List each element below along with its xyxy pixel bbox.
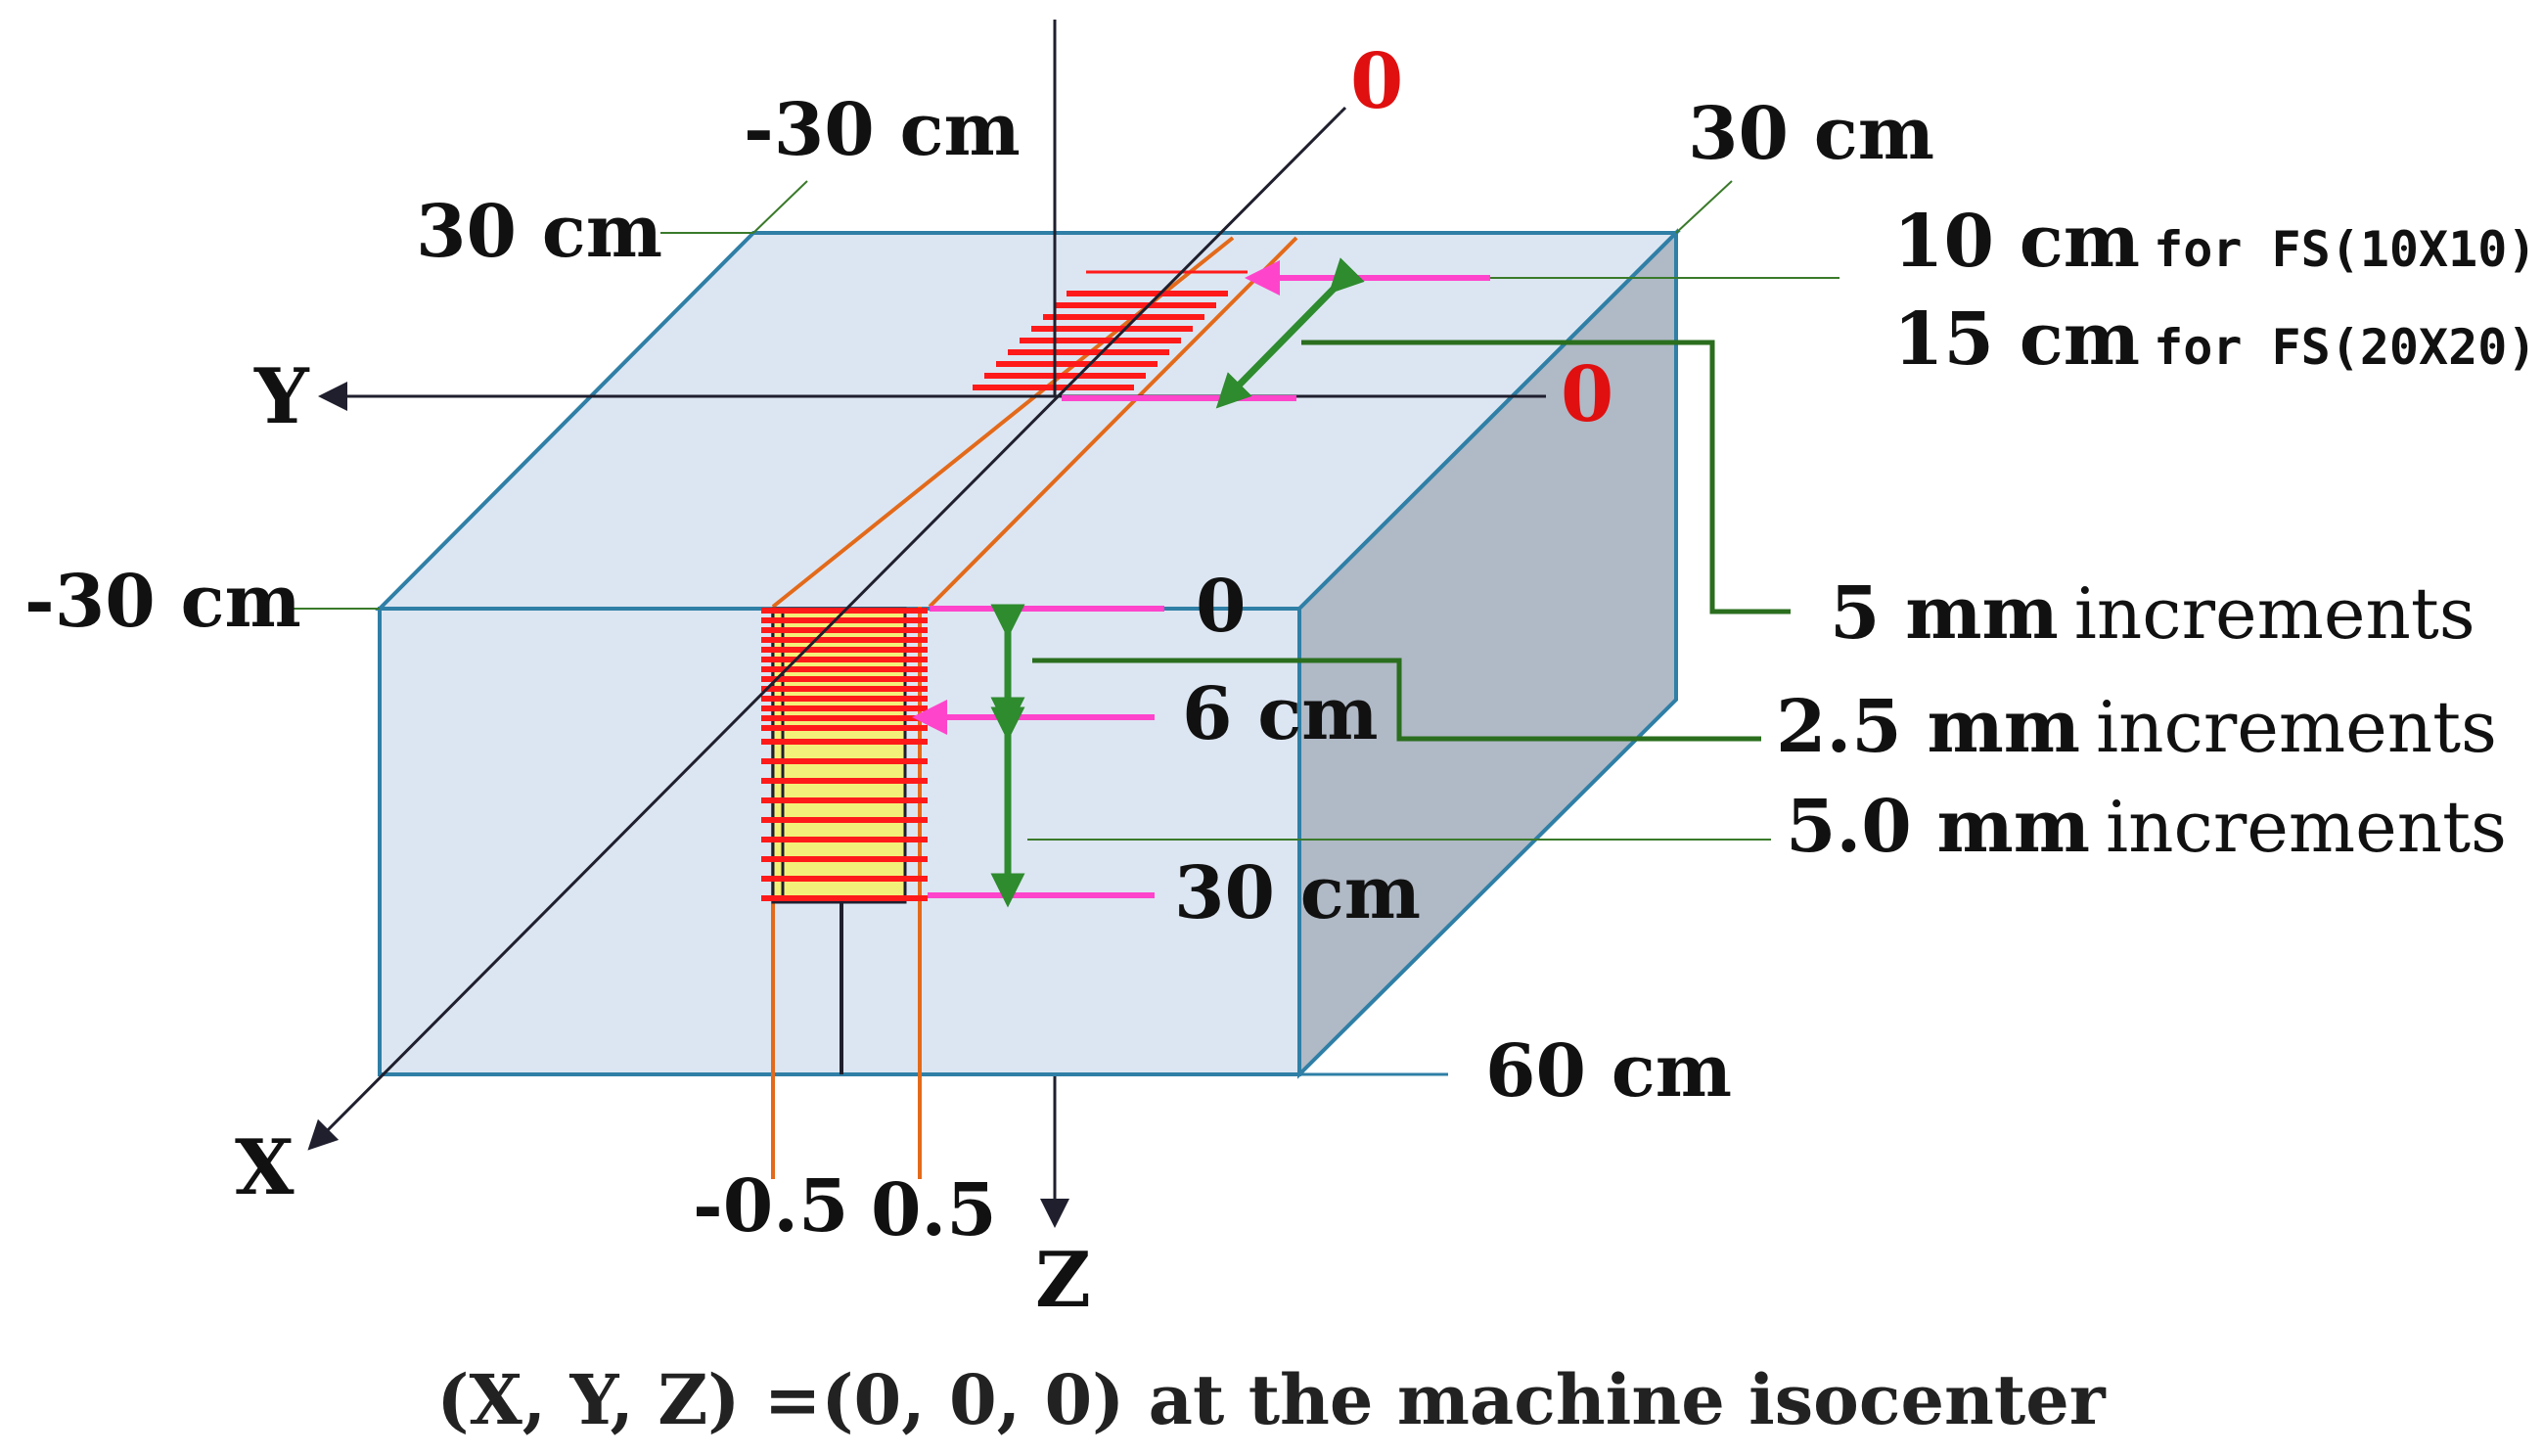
label-left-neg30: -30 cm [24,560,301,644]
label-axis-y: Y [253,352,310,441]
label-depth-60: 60 cm [1485,1029,1732,1114]
label-axis-x: X [235,1123,295,1212]
label-depth-zero: 0 [1196,565,1247,649]
x-axis [307,111,1342,1151]
bracket-2p5mm [1032,658,1761,742]
label-depth-six: 6 cm [1182,672,1379,756]
label-x-tick-neg: -0.5 [693,1164,848,1249]
label-depth-thirty: 30 cm [1174,851,1421,935]
red-lines-top [973,291,1228,390]
green-arrow-top [1215,257,1365,409]
leader-top-left-diag [752,180,808,234]
bracket-5mm [1301,340,1791,614]
red-lines-front [761,608,928,901]
label-axis-z: Z [1035,1236,1091,1325]
leader-top-right [1675,180,1733,234]
x-axis-top-ext [1339,106,1347,114]
caption: (X, Y, Z) =(0, 0, 0) at the machine isoc… [436,1359,2106,1440]
label-red-zero-right: 0 [1561,350,1613,439]
label-top-right-30: 30 cm [1688,92,1934,176]
label-top-left-neg30: -30 cm [744,88,1021,172]
label-top-left-30: 30 cm [416,190,662,274]
label-x-tick-pos: 0.5 [871,1168,997,1252]
label-red-zero-top: 0 [1350,37,1403,126]
